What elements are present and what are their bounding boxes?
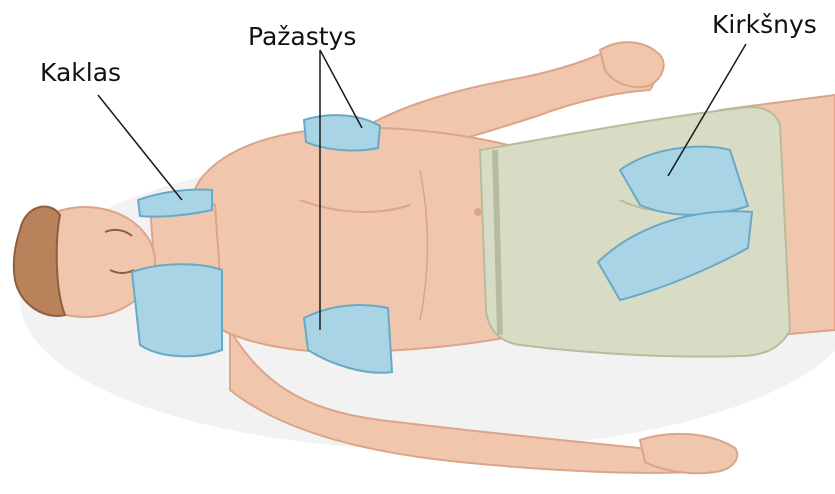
label-groin: Kirkšnys <box>712 12 817 37</box>
label-armpits: Pažastys <box>248 24 356 49</box>
ice-pack-neck-bottom <box>132 264 222 356</box>
leader-line-neck <box>98 95 182 200</box>
ice-pack-armpit-top <box>304 115 380 150</box>
label-neck: Kaklas <box>40 60 121 85</box>
navel <box>474 208 482 216</box>
